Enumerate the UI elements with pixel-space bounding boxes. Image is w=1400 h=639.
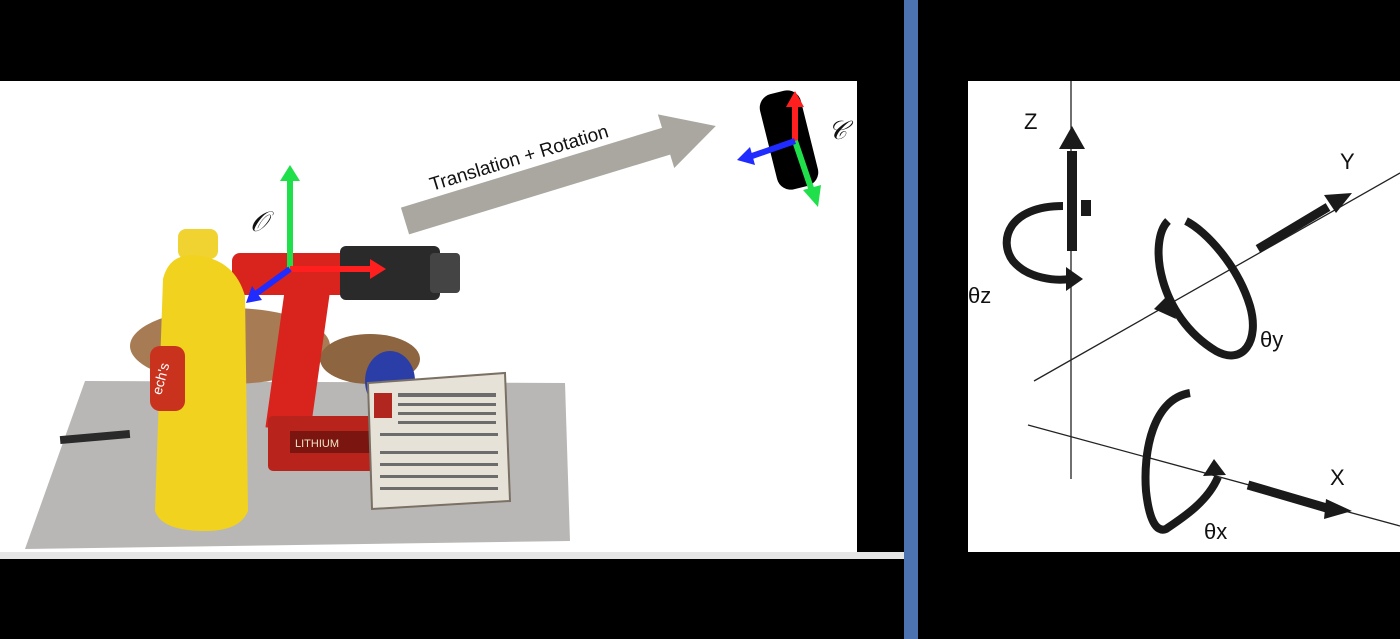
y-axis: Y	[1255, 149, 1355, 253]
x-rotation: θx	[1141, 389, 1227, 544]
y-axis-label: Y	[1340, 149, 1355, 174]
scene-illustration: LITHIUM	[25, 90, 854, 549]
camera-y-axis	[792, 140, 815, 192]
panel-divider	[904, 0, 918, 639]
camera-frame-label: 𝒞	[828, 116, 854, 146]
z-axis: Z	[1024, 109, 1085, 251]
scene-panel: LITHIUM	[0, 81, 857, 552]
camera-frame: 𝒞	[737, 90, 854, 207]
drill-label: LITHIUM	[295, 438, 339, 450]
z-rotation: θz	[968, 200, 1091, 308]
x-axis: X	[1246, 465, 1352, 519]
z-axis-label: Z	[1024, 109, 1037, 134]
y-rotation-label: θy	[1260, 327, 1283, 352]
bottom-strip	[0, 552, 904, 559]
z-rotation-label: θz	[968, 283, 991, 308]
y-rotation: θy	[1154, 217, 1283, 360]
axes-diagram: Z θz Y θy X	[968, 81, 1400, 544]
x-axis-label: X	[1330, 465, 1345, 490]
object-z-axis	[255, 266, 292, 296]
table-shadow	[59, 429, 131, 445]
drill: LITHIUM	[232, 246, 460, 471]
box	[366, 371, 512, 511]
mustard-bottle: ech's	[149, 229, 248, 531]
transform-arrow	[400, 114, 716, 235]
object-frame-label: 𝒪	[250, 205, 274, 238]
axes-panel: Z θz Y θy X	[968, 81, 1400, 552]
x-rotation-label: θx	[1204, 519, 1227, 544]
camera-z-axis	[751, 138, 796, 159]
